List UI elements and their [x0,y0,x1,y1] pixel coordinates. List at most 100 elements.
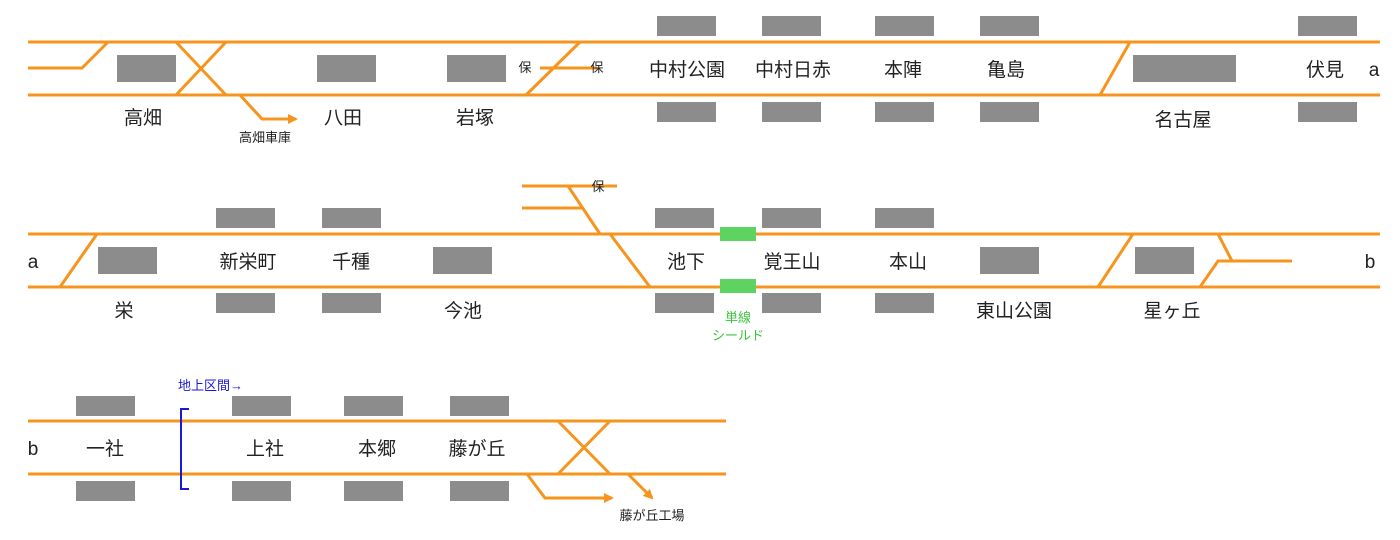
station-label: 今池 [444,300,482,322]
single-line-shield-marker [720,279,756,293]
station-label: 岩塚 [456,107,494,129]
station-label: 藤が丘 [448,438,505,460]
platform [232,396,291,416]
row-2-pocket-track [1198,259,1292,288]
row-1-siding-left [28,40,110,70]
platform [1133,55,1236,82]
continuation-marker: a [28,252,39,273]
row-2-shield [720,227,756,293]
station-label: 本陣 [884,59,922,81]
platform [657,102,716,122]
row-2-crossover-hoshigaoka-left [1096,233,1135,288]
platform [655,293,714,313]
row-3-depot-spur-b [626,472,654,500]
depot-label: 藤が丘工場 [619,508,684,523]
row-1-depot-spur [238,93,298,124]
shield-label: 単線 [725,310,751,325]
row-2-crossover-hoshigaoka-right [1216,233,1234,262]
platform [117,55,176,82]
platform [762,293,821,313]
row-1-tracks [28,40,1380,124]
platform [1298,102,1357,122]
row-3-scissors-b [556,419,612,476]
platform [762,102,821,122]
row-2-crossover-sakae [58,233,99,288]
continuation-marker: b [28,439,39,460]
station-label: 高畑 [124,107,162,129]
row-3-above-ground-bracket [180,408,189,490]
platform [762,208,821,228]
station-label: 一社 [86,438,124,460]
platform [980,247,1039,274]
shield-label: シールド [712,328,764,343]
station-label: 星ヶ丘 [1143,300,1200,322]
continuation-marker: b [1365,252,1376,273]
platform [322,293,381,313]
station-label: 上社 [246,438,284,460]
platform [875,208,934,228]
row-1-scissors-b [174,40,228,97]
platform [875,16,934,36]
depot-label: 高畑車庫 [239,130,291,145]
platform [433,247,492,274]
row-3-tracks [28,419,726,503]
platform [447,55,506,82]
continuation-marker: a [1369,60,1380,81]
platform [875,293,934,313]
row-2-platforms [98,208,1194,313]
station-label: 本郷 [358,438,396,460]
platform [875,102,934,122]
row-2-labels: a 栄 新栄町 千種 今池 池下 覚王山 本山 東山公園 星ヶ丘 保 単線 シー… [28,179,1376,343]
platform [232,481,291,501]
station-label: 新栄町 [219,251,276,273]
platform [322,208,381,228]
station-label: 覚王山 [763,251,820,273]
platform [98,247,157,274]
row-2-hold-siding-upper [522,184,602,235]
station-label: 伏見 [1306,59,1344,81]
row-1-platforms [117,16,1357,122]
platform [1298,16,1357,36]
row-1-crossover-nagoya [1098,41,1132,96]
platform [657,16,716,36]
station-label: 本山 [889,251,927,273]
station-label: 東山公園 [976,300,1052,322]
platform [655,208,714,228]
row-3: b 一社 上社 本郷 藤が丘 地上区間→ 藤が丘工場 [28,378,726,523]
platform [76,396,135,416]
platform [1135,247,1194,274]
above-ground-label: 地上区間→ [178,378,243,393]
row-3-platforms [76,396,509,501]
row-2-tracks [28,184,1380,289]
row-1-labels: 高畑 八田 岩塚 中村公園 中村日赤 本陣 亀島 名古屋 伏見 高畑車庫 保 保… [124,59,1380,145]
platform [980,102,1039,122]
platform [344,396,403,416]
station-label: 池下 [667,251,705,273]
platform [317,55,376,82]
row-3-labels: b 一社 上社 本郷 藤が丘 地上区間→ 藤が丘工場 [28,378,685,523]
platform [76,481,135,501]
station-label: 亀島 [987,59,1025,81]
hold-mark: 保 [518,60,531,75]
station-label: 八田 [324,108,362,129]
platform [216,293,275,313]
above-ground-boundary [180,408,189,490]
platform [450,481,509,501]
station-label: 中村公園 [649,59,725,81]
platform [450,396,509,416]
row-3-depot-spur-a [525,473,614,503]
platform [762,16,821,36]
platform [980,16,1039,36]
hold-mark: 保 [591,179,604,194]
station-label: 千種 [332,251,370,273]
platform [344,481,403,501]
station-label: 中村日赤 [755,59,831,81]
row-2-divergence-ikeshita [608,233,652,288]
single-line-shield-marker [720,227,756,241]
row-1: 高畑 八田 岩塚 中村公園 中村日赤 本陣 亀島 名古屋 伏見 高畑車庫 保 保… [28,16,1380,145]
station-label: 名古屋 [1154,109,1211,131]
hold-mark: 保 [590,60,603,75]
station-label: 栄 [114,300,133,322]
row-2: a 栄 新栄町 千種 今池 池下 覚王山 本山 東山公園 星ヶ丘 保 単線 シー… [28,179,1380,343]
